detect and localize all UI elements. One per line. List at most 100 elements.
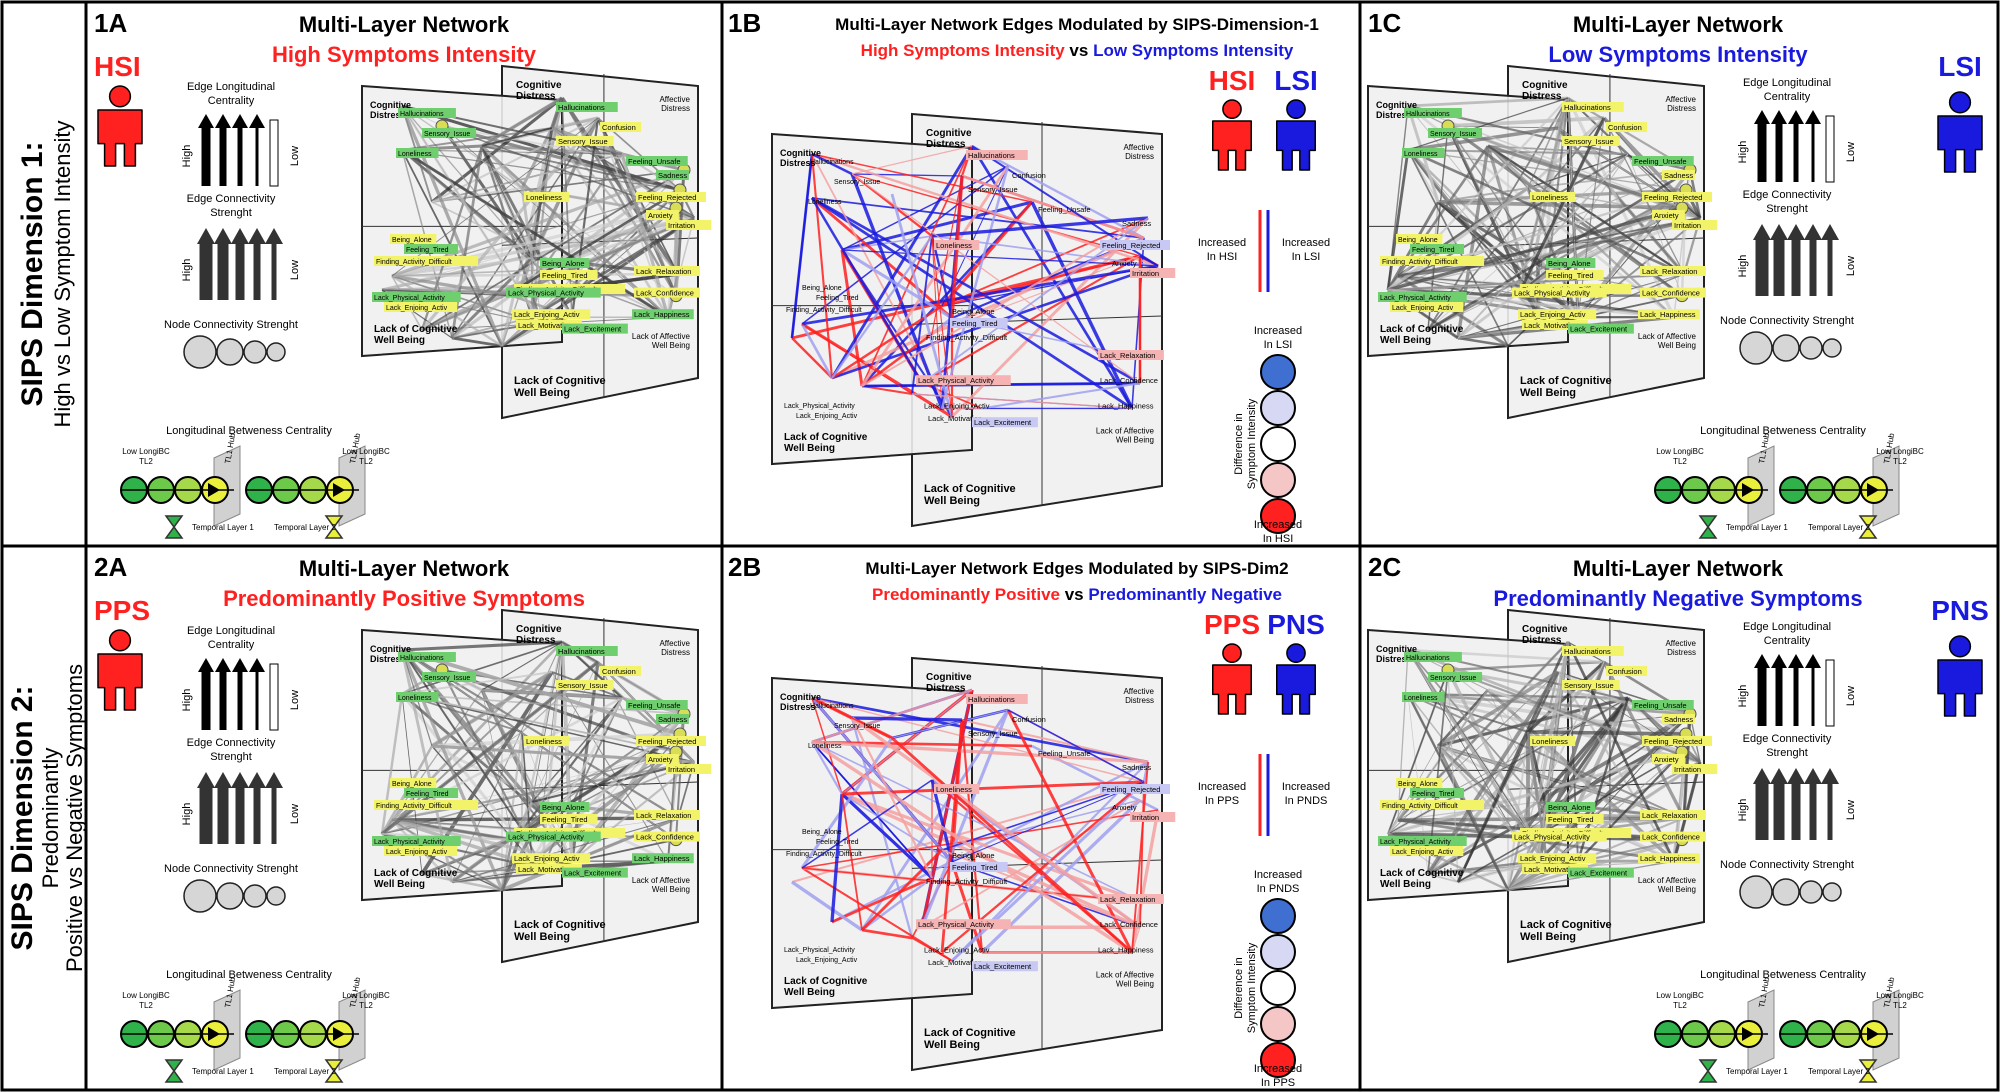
panel-tag: 2A bbox=[94, 552, 127, 582]
temporal-layer-2-label: Temporal Layer 2 bbox=[274, 523, 336, 532]
network-edge bbox=[401, 693, 677, 753]
person-head bbox=[1948, 635, 1972, 658]
hourglass-yellow-icon bbox=[324, 1059, 344, 1083]
low-lbc-left-1: TL2 bbox=[139, 1001, 153, 1010]
node-label-bg bbox=[1390, 302, 1464, 312]
front-quadrant-cognitive-0: Cognitive bbox=[780, 692, 821, 702]
network-edge bbox=[481, 127, 553, 147]
network-edge bbox=[811, 741, 1143, 903]
node-label: Being_Alone bbox=[542, 803, 585, 812]
network-edge bbox=[811, 696, 1149, 764]
node-label: Sensory_Issue bbox=[968, 185, 1018, 194]
node-label-bg bbox=[1568, 323, 1634, 334]
network-edge bbox=[521, 813, 543, 831]
node-label: Sensory_Issue bbox=[424, 675, 470, 682]
legend-edge-conn-1: Strenght bbox=[1766, 747, 1808, 759]
scale-top-label-1: In PNDS bbox=[1257, 883, 1300, 895]
network-edge bbox=[840, 792, 934, 880]
node-label: Lack_Confidence bbox=[636, 289, 694, 298]
node-label: Lack_Excitement bbox=[1570, 325, 1628, 334]
node-label: Lack_Enjoing_Activ bbox=[386, 305, 448, 312]
node-size-circle bbox=[1822, 338, 1842, 358]
person-head bbox=[108, 629, 132, 652]
network-edge bbox=[1407, 149, 1687, 191]
node-label-bg bbox=[556, 102, 618, 112]
node-label: Being_Alone bbox=[802, 829, 842, 836]
node-label: Being_Alone bbox=[392, 237, 432, 244]
legend-node-conn: Node Connectivity Strenght bbox=[1720, 315, 1854, 327]
scale-circle bbox=[1260, 462, 1296, 498]
arrow-head bbox=[197, 772, 215, 788]
arrow-head bbox=[1804, 768, 1822, 784]
scale-axis-label-0: Difference in bbox=[1233, 413, 1245, 475]
network-edge bbox=[850, 173, 944, 409]
node-label-bg bbox=[374, 800, 479, 810]
low-lbc-right-1: TL2 bbox=[1893, 457, 1907, 466]
quadrant-wellbeing-0: Lack of Cognitive bbox=[514, 919, 606, 931]
panel-subtitle: Predominantly Positive vs Predominantly … bbox=[872, 585, 1282, 604]
node-label: Sensory_Issue bbox=[1564, 681, 1614, 690]
network-edge bbox=[530, 750, 678, 863]
network-edge bbox=[1407, 126, 1559, 152]
network-edge bbox=[931, 216, 1149, 238]
node-label-bg bbox=[516, 864, 582, 874]
node-label: Feeling_Tired bbox=[542, 815, 588, 824]
arrow-head bbox=[248, 772, 266, 788]
increase-a-label-1: In HSI bbox=[1207, 251, 1238, 263]
front-quadrant-wellbeing-0: Lack of Cognitive bbox=[374, 324, 458, 335]
node-label-bg bbox=[666, 764, 712, 774]
quadrant-wellbeing-1: Well Being bbox=[1520, 931, 1576, 943]
lbc-arrowhead bbox=[333, 483, 345, 497]
node-label-bg bbox=[1530, 736, 1576, 746]
node-label: Feeling_Tired bbox=[542, 271, 588, 280]
scale-circle bbox=[1260, 898, 1296, 934]
network-edge bbox=[1536, 641, 1570, 803]
network-edge bbox=[841, 249, 1159, 267]
network-edge bbox=[431, 670, 553, 748]
node-label-bg bbox=[1606, 122, 1648, 132]
node-label-bg bbox=[1410, 244, 1465, 254]
network-edge bbox=[811, 740, 1133, 954]
node-label: Being_Alone bbox=[392, 781, 432, 788]
node-label-bg bbox=[966, 150, 1028, 160]
edge-connectivity-arrows bbox=[1753, 768, 1839, 840]
hourglass-yellow-icon bbox=[324, 515, 344, 539]
node-label: Hallucinations bbox=[558, 103, 605, 112]
legend-edge-conn-1: Strenght bbox=[1766, 203, 1808, 215]
node-label-bg bbox=[1396, 778, 1443, 788]
node-label: Feeling_Unsafe bbox=[628, 157, 681, 166]
network-edge bbox=[1577, 751, 1683, 862]
network-edge bbox=[791, 337, 833, 379]
node-label: Feeling_Rejected bbox=[1102, 241, 1160, 250]
network-edge bbox=[1527, 730, 1687, 736]
person-body bbox=[1937, 659, 1983, 717]
node-label: Feeling_Rejected bbox=[1644, 737, 1702, 746]
scale-bottom-label-1: In PPS bbox=[1261, 1077, 1295, 1089]
front-quadrant-cognitive-1: Distress bbox=[370, 654, 406, 664]
node-label: Lack_Enjoing_Activ bbox=[1392, 305, 1454, 312]
node-label: Lack_Physical_Activity bbox=[508, 833, 584, 842]
legend-edge-conn-1: Strenght bbox=[210, 751, 252, 763]
node-label-bg bbox=[1640, 287, 1706, 298]
node-size-circle bbox=[183, 879, 217, 913]
quadrant-affective-wb-1: Well Being bbox=[1116, 436, 1154, 445]
node-label-bg bbox=[1672, 220, 1718, 230]
front-quadrant-cognitive-1: Distress bbox=[780, 158, 816, 168]
front-quadrant-wellbeing-1: Well Being bbox=[784, 987, 835, 998]
arrow-head bbox=[197, 228, 215, 244]
low-lbc-left-1: TL2 bbox=[139, 457, 153, 466]
panel-tag: 1A bbox=[94, 8, 127, 38]
network-edge bbox=[1386, 149, 1410, 291]
network-edge bbox=[531, 697, 623, 803]
front-quadrant-cognitive-0: Cognitive bbox=[370, 644, 411, 654]
node-label-bg bbox=[1100, 240, 1170, 250]
legend-edge-conn-1: Strenght bbox=[210, 207, 252, 219]
node-size-circle bbox=[1772, 878, 1800, 906]
node-label: Irritation bbox=[1132, 813, 1159, 822]
